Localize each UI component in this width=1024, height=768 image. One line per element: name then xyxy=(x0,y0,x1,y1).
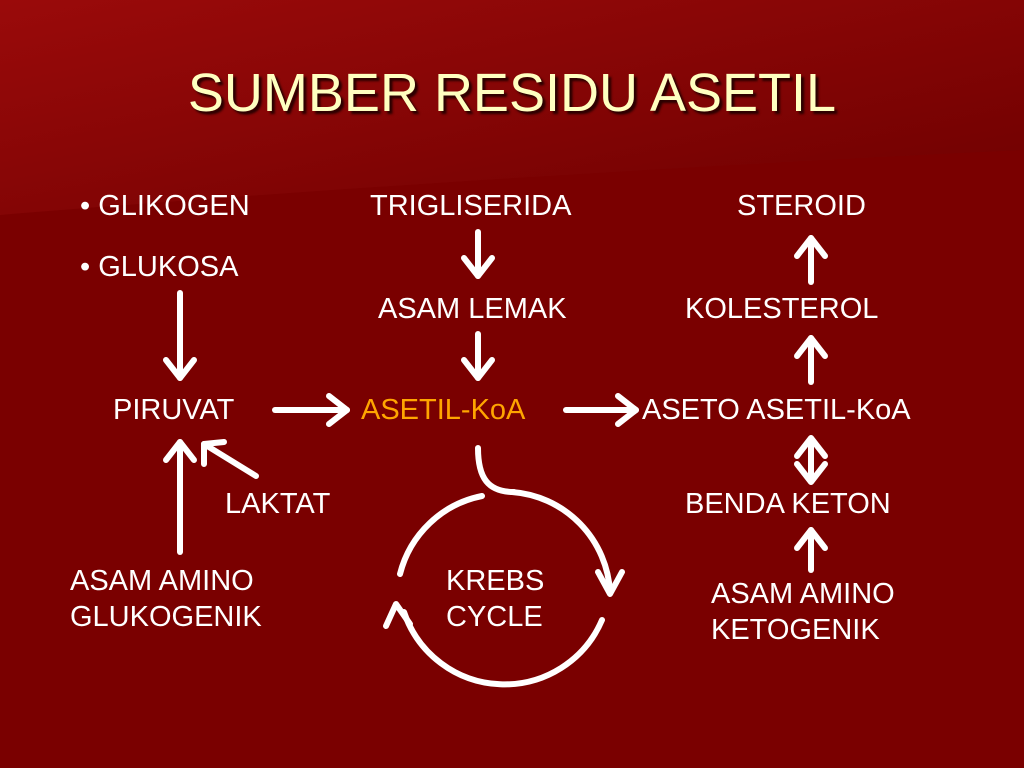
arrow-kolesterol-to-steroid xyxy=(794,235,828,285)
node-asam-amino-glukogenik: ASAM AMINO GLUKOGENIK xyxy=(70,563,262,635)
arrow-asam-amino-glukogenik-to-piruvat xyxy=(163,439,197,555)
node-asam-amino-ketogenik: ASAM AMINO KETOGENIK xyxy=(711,576,895,648)
bullet-glikogen: • GLIKOGEN xyxy=(80,188,250,224)
arrow-asam-lemak-to-asetil-koa xyxy=(461,331,495,381)
node-trigliserida: TRIGLISERIDA xyxy=(370,190,572,222)
node-steroid: STEROID xyxy=(737,190,866,222)
arrow-asetil-koa-to-krebs-cycle xyxy=(475,445,517,495)
asam-amino-ketogenik-line2: KETOGENIK xyxy=(711,614,880,646)
asam-amino-ketogenik-line1: ASAM AMINO xyxy=(711,578,895,610)
node-aseto-asetil-koa: ASETO ASETIL-KoA xyxy=(642,394,911,426)
arrow-aseto-asetil-koa-to-kolesterol xyxy=(794,335,828,385)
node-asam-lemak: ASAM LEMAK xyxy=(378,293,567,325)
bullet-glukosa: • GLUKOSA xyxy=(80,249,238,285)
arrow-trigliserida-to-asam-lemak xyxy=(461,229,495,279)
node-piruvat: PIRUVAT xyxy=(113,394,235,426)
asam-amino-glukogenik-line2: GLUKOGENIK xyxy=(70,601,262,633)
arrow-asetil-koa-to-aseto-asetil-koa xyxy=(563,393,639,427)
krebs-line1: KREBS xyxy=(446,565,545,597)
glikogen-label: GLIKOGEN xyxy=(98,190,250,222)
glukosa-label: GLUKOSA xyxy=(98,251,239,283)
arrow-piruvat-to-asetil-koa xyxy=(272,393,350,427)
arrow-glukosa-to-piruvat xyxy=(163,290,197,381)
bullet-glyph: • xyxy=(80,251,91,283)
node-kolesterol: KOLESTEROL xyxy=(685,293,879,325)
node-benda-keton: BENDA KETON xyxy=(685,488,891,520)
asam-amino-glukogenik-line1: ASAM AMINO xyxy=(70,565,254,597)
node-krebs-cycle: KREBS CYCLE xyxy=(446,563,544,635)
krebs-cycle-circle xyxy=(383,489,625,688)
slide-title: SUMBER RESIDU ASETIL xyxy=(187,63,837,123)
node-laktat: LAKTAT xyxy=(225,488,331,520)
node-asetil-koa: ASETIL-KoA xyxy=(361,394,526,426)
arrow-aseto-asetil-koa-benda-keton-bidirectional xyxy=(794,435,828,485)
arrow-laktat-to-piruvat xyxy=(201,439,259,479)
krebs-line2: CYCLE xyxy=(446,601,543,633)
arrow-asam-amino-ketogenik-to-benda-keton xyxy=(794,527,828,573)
bullet-glyph: • xyxy=(80,190,91,222)
